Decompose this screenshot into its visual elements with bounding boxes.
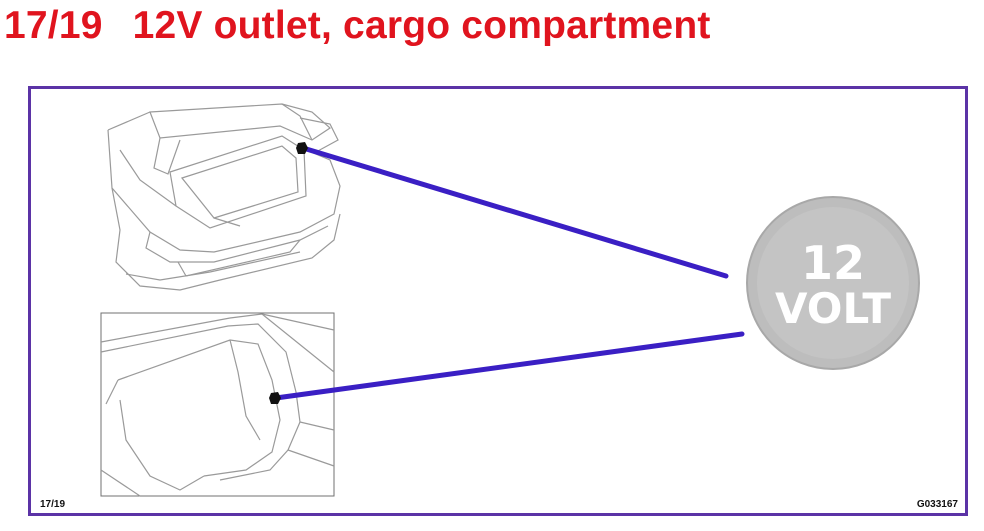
figure-code: G033167 [916,499,958,510]
power-outlet-icon [269,142,308,404]
leader-lines [273,145,745,401]
badge-line-volt: VOLT [775,284,891,333]
title-page-reference: 17/19 [4,4,103,47]
car-rear-open-trunk-illustration [107,103,341,291]
leader-line-lower [273,331,745,401]
page-title: 17/19 12V outlet, cargo compartment [4,0,711,52]
title-text: 12V outlet, cargo compartment [132,4,711,47]
badge-line-12: 12 [801,236,865,290]
footer-page-reference: 17/19 [40,499,66,510]
leader-line-upper [300,145,729,279]
12-volt-badge-icon: 12 VOLT [746,196,920,370]
cargo-compartment-interior-illustration [100,312,335,497]
